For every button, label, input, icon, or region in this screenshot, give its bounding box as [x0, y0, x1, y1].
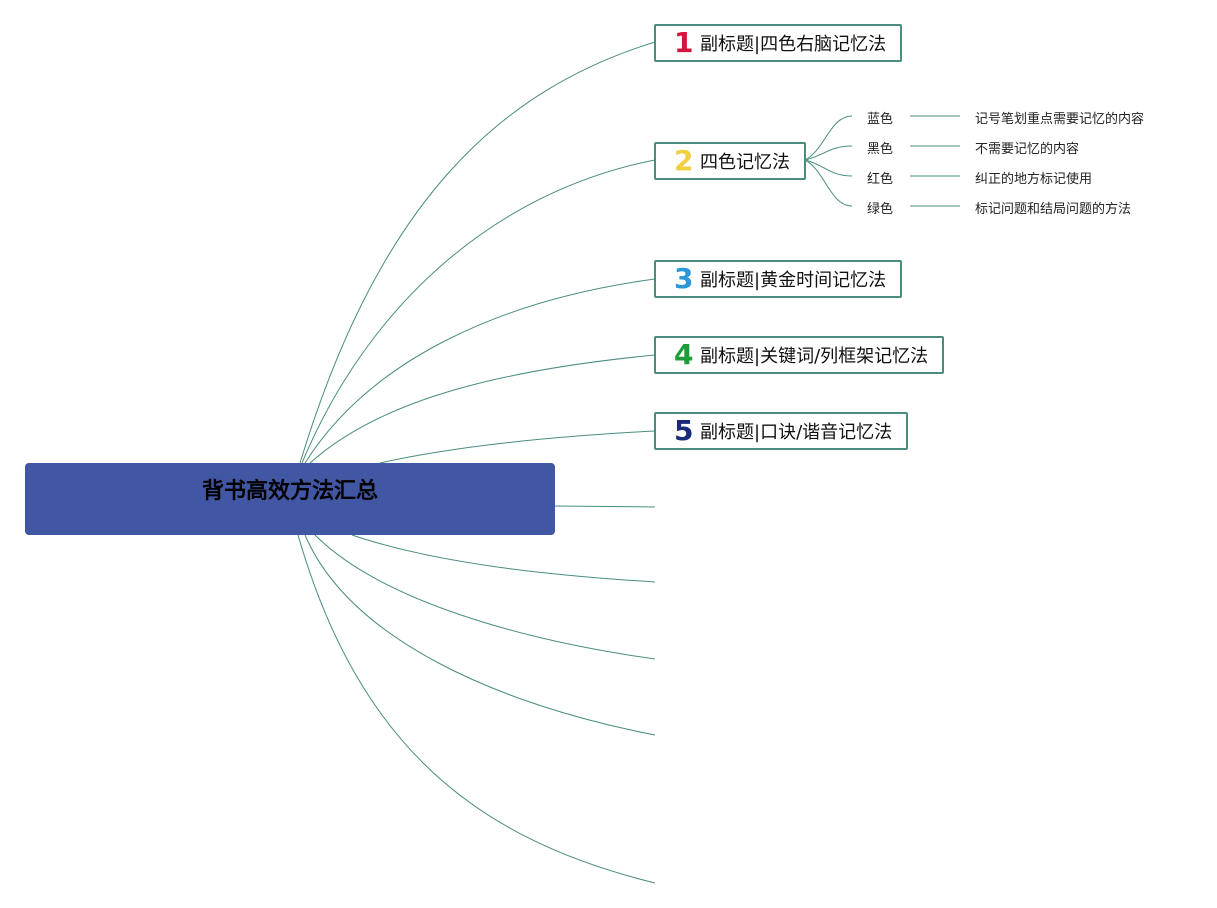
- connector-empty-6: [554, 505, 656, 508]
- connector-sub-blue: [804, 115, 853, 161]
- connector-empty-7: [351, 534, 656, 583]
- connector-empty-8: [314, 534, 656, 660]
- detail-black[interactable]: 不需要记忆的内容: [975, 142, 1080, 157]
- root-title: 背书高效方法汇总: [201, 479, 378, 504]
- connector-topic-3: [304, 278, 656, 464]
- connector-sub-black: [804, 145, 853, 161]
- topic-number-4: 4: [674, 338, 694, 371]
- topic-number-5: 5: [674, 414, 694, 447]
- topic-1[interactable]: 1 副标题|四色右脑记忆法: [654, 24, 903, 62]
- topic-label-4: 副标题|关键词/列框架记忆法: [700, 346, 929, 367]
- root-topic[interactable]: 背书高效方法汇总: [25, 463, 555, 535]
- subtopic-blue[interactable]: 蓝色: [867, 112, 894, 127]
- topic-2[interactable]: 2 四色记忆法: [654, 142, 806, 180]
- connector-topic-2: [301, 159, 656, 464]
- topic-3[interactable]: 3 副标题|黄金时间记忆法: [654, 260, 903, 298]
- connector-empty-9: [304, 534, 656, 736]
- connector-topic-5: [379, 430, 656, 464]
- detail-blue[interactable]: 记号笔划重点需要记忆的内容: [975, 112, 1145, 127]
- topic-label-1: 副标题|四色右脑记忆法: [700, 34, 887, 55]
- topic-label-3: 副标题|黄金时间记忆法: [700, 270, 887, 291]
- topic-5[interactable]: 5 副标题|口诀/谐音记忆法: [654, 412, 909, 450]
- topic-label-5: 副标题|口诀/谐音记忆法: [700, 422, 893, 443]
- subtopic-black[interactable]: 黑色: [867, 142, 894, 157]
- topic-number-1: 1: [674, 26, 694, 59]
- topic-number-2: 2: [674, 144, 694, 177]
- subtopic-red[interactable]: 红色: [867, 172, 894, 187]
- topic-number-3: 3: [674, 262, 694, 295]
- detail-red[interactable]: 纠正的地方标记使用: [975, 172, 1093, 187]
- connector-empty-10: [297, 534, 656, 884]
- connector-topic-4: [309, 354, 656, 464]
- subtopic-green[interactable]: 绿色: [867, 202, 894, 217]
- connector-sub-green: [804, 159, 853, 207]
- connector-topic-1: [299, 41, 656, 464]
- detail-green[interactable]: 标记问题和结局问题的方法: [975, 202, 1132, 217]
- topic-4[interactable]: 4 副标题|关键词/列框架记忆法: [654, 336, 945, 374]
- connector-sub-red: [804, 159, 853, 177]
- topic-label-2: 四色记忆法: [700, 152, 790, 173]
